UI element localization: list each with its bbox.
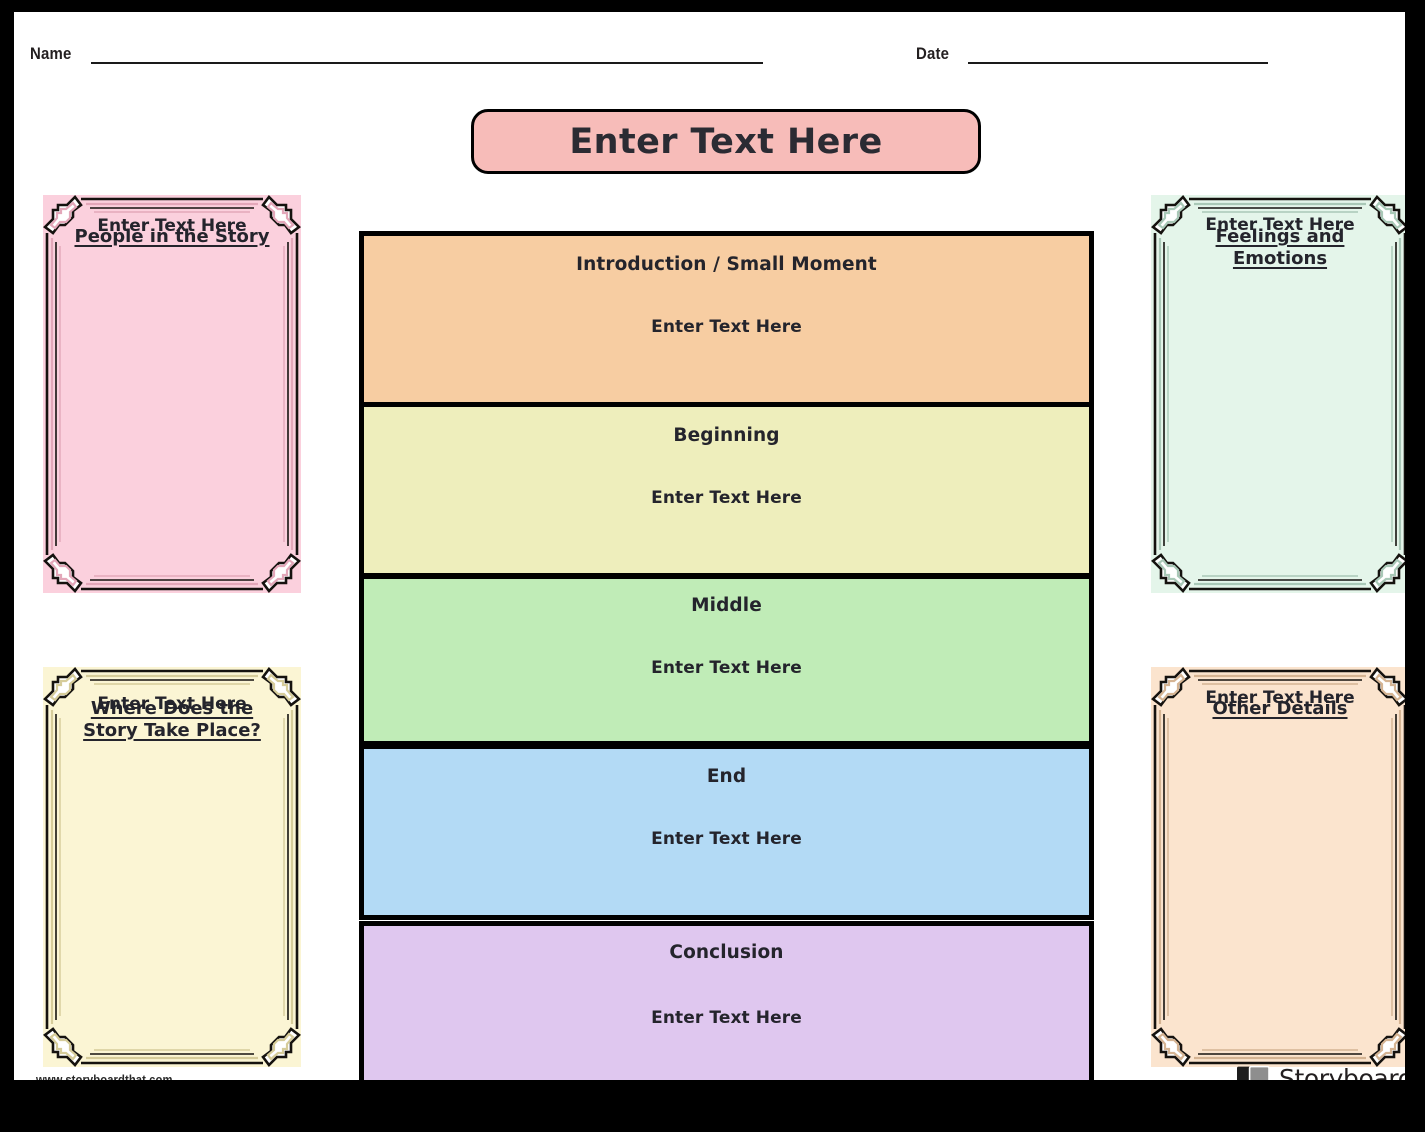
side-card-story-setting[interactable]: Where Does the Story Take Place? Enter T… xyxy=(43,667,301,1067)
side-card-title: Other Details xyxy=(1212,698,1348,719)
brand-wordmark: StoryboardThat xyxy=(1279,1064,1405,1080)
date-label: Date xyxy=(916,44,950,63)
side-card-body[interactable]: Enter Text Here xyxy=(97,694,247,714)
story-section-end[interactable]: End Enter Text Here xyxy=(359,744,1094,920)
story-section-introduction[interactable]: Introduction / Small Moment Enter Text H… xyxy=(359,231,1094,407)
story-section-middle[interactable]: Middle Enter Text Here xyxy=(359,574,1094,746)
story-section-title: Conclusion xyxy=(669,942,784,963)
name-label: Name xyxy=(30,44,72,63)
story-section-title: Introduction / Small Moment xyxy=(576,254,877,275)
side-card-body[interactable]: Enter Text Here xyxy=(97,216,247,236)
worksheet-page: Name Date Enter Text Here Introduction /… xyxy=(14,12,1405,1080)
side-card-body[interactable]: Enter Text Here xyxy=(1205,215,1355,235)
story-section-conclusion[interactable]: Conclusion Enter Text Here xyxy=(359,921,1094,1080)
name-field[interactable]: Name xyxy=(30,44,764,64)
story-section-title: Middle xyxy=(691,595,762,616)
story-section-title: End xyxy=(706,766,747,787)
brand-first: Storyboard xyxy=(1279,1064,1405,1080)
side-card-people-in-the-story[interactable]: People in the Story Enter Text Here xyxy=(43,195,301,593)
storyboardthat-logo: StoryboardThat xyxy=(1236,1064,1405,1080)
side-card-body[interactable]: Enter Text Here xyxy=(1205,688,1355,708)
side-card-other-details[interactable]: Other Details Enter Text Here xyxy=(1151,667,1405,1067)
story-section-body[interactable]: Enter Text Here xyxy=(651,317,802,337)
date-input-line[interactable] xyxy=(967,48,1268,64)
side-card-title: Where Does the Story Take Place? xyxy=(83,698,261,741)
story-section-beginning[interactable]: Beginning Enter Text Here xyxy=(359,402,1094,578)
story-section-body[interactable]: Enter Text Here xyxy=(651,829,802,849)
worksheet-title-banner[interactable]: Enter Text Here xyxy=(471,109,981,174)
website-url: www.storyboardthat.com xyxy=(36,1073,173,1080)
story-section-body[interactable]: Enter Text Here xyxy=(651,658,802,678)
date-field[interactable]: Date xyxy=(916,45,1268,64)
name-input-line[interactable] xyxy=(91,48,764,64)
side-card-feelings-and-emotions[interactable]: Feelings and Emotions Enter Text Here xyxy=(1151,195,1405,593)
side-card-title: People in the Story xyxy=(74,226,270,247)
story-section-title: Beginning xyxy=(673,425,780,446)
speech-bubbles-icon xyxy=(1237,1065,1270,1080)
story-section-body[interactable]: Enter Text Here xyxy=(651,1008,802,1028)
story-section-body[interactable]: Enter Text Here xyxy=(651,488,802,508)
story-sections-column: Introduction / Small Moment Enter Text H… xyxy=(359,231,1094,1080)
worksheet-title-text: Enter Text Here xyxy=(569,121,883,162)
side-card-title: Feelings and Emotions xyxy=(1215,226,1345,269)
